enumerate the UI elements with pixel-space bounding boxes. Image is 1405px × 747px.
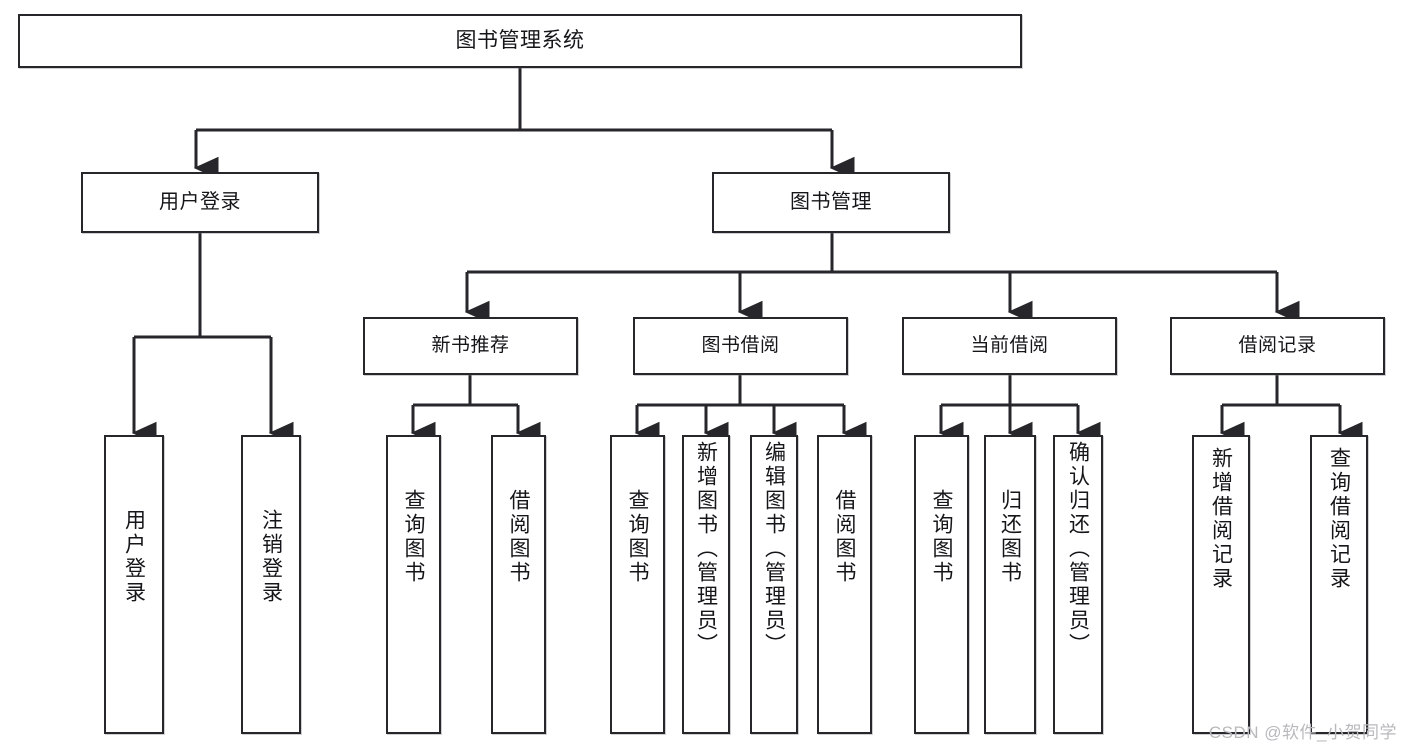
node-borrow-record-label: 借阅记录 [1238,334,1317,356]
node-new-book-recommend[interactable]: 新书推荐 [363,317,578,375]
leaf-logout[interactable]: 注销登录 [241,435,301,734]
watermark: CSDN @软件_小贺同学 [1208,723,1397,742]
leaf-borrow-book-newbook[interactable]: 借阅图书 [491,435,546,734]
leaf-edit-book-admin[interactable]: 编辑图书（管理员） [750,435,798,734]
node-current-borrow[interactable]: 当前借阅 [902,317,1117,375]
leaf-add-borrow-record[interactable]: 新增借阅记录 [1192,435,1250,734]
leaf-borrow-book-newbook-label: 借阅图书 [507,489,530,585]
leaf-query-book-borrow-label: 查询图书 [626,489,649,585]
leaf-user-login[interactable]: 用户登录 [104,435,164,734]
leaf-user-login-label: 用户登录 [122,509,146,605]
leaf-query-borrow-record-label: 查询借阅记录 [1327,447,1351,591]
node-book-borrow-label: 图书借阅 [701,334,780,356]
node-book-management[interactable]: 图书管理 [712,172,950,233]
leaf-query-book-newbook-label: 查询图书 [402,489,425,585]
node-root[interactable]: 图书管理系统 [18,14,1022,68]
leaf-add-book-admin-label: 新增图书（管理员） [694,441,718,657]
leaf-confirm-return-admin-label: 确认归还（管理员） [1066,441,1090,657]
node-new-book-recommend-label: 新书推荐 [431,334,510,356]
leaf-query-borrow-record[interactable]: 查询借阅记录 [1310,435,1368,734]
leaf-edit-book-admin-label: 编辑图书（管理员） [762,441,786,657]
leaf-query-book-current-label: 查询图书 [930,489,953,585]
node-book-management-label: 图书管理 [790,190,872,213]
leaf-query-book-current[interactable]: 查询图书 [914,435,969,734]
node-root-label: 图书管理系统 [455,28,585,52]
leaf-return-book[interactable]: 归还图书 [984,435,1036,734]
leaf-confirm-return-admin[interactable]: 确认归还（管理员） [1053,435,1103,734]
node-current-borrow-label: 当前借阅 [970,334,1049,356]
leaf-query-book-newbook[interactable]: 查询图书 [386,435,441,734]
leaf-logout-label: 注销登录 [259,509,283,605]
leaf-query-book-borrow[interactable]: 查询图书 [610,435,665,734]
leaf-add-book-admin[interactable]: 新增图书（管理员） [682,435,730,734]
node-borrow-record[interactable]: 借阅记录 [1170,317,1385,375]
node-user-login[interactable]: 用户登录 [81,172,319,233]
leaf-return-book-label: 归还图书 [998,489,1022,585]
leaf-borrow-book-borrow[interactable]: 借阅图书 [817,435,872,734]
leaf-add-borrow-record-label: 新增借阅记录 [1209,447,1233,591]
node-user-login-label: 用户登录 [159,190,241,213]
node-book-borrow[interactable]: 图书借阅 [633,317,848,375]
leaf-borrow-book-borrow-label: 借阅图书 [833,489,856,585]
